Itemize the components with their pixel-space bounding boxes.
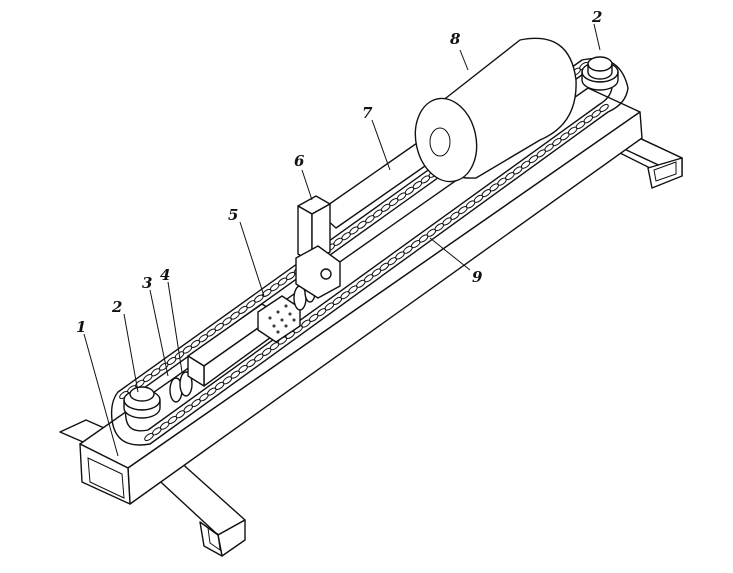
label-3: 3 bbox=[142, 274, 152, 292]
label-2-front: 2 bbox=[111, 298, 122, 316]
motor-drum bbox=[414, 37, 577, 183]
chain-link bbox=[599, 103, 609, 113]
label-5: 5 bbox=[228, 206, 238, 224]
chuck bbox=[257, 281, 316, 343]
label-7: 7 bbox=[362, 104, 373, 122]
leader-lines bbox=[83, 23, 601, 457]
label-6: 6 bbox=[294, 152, 305, 170]
label-8: 8 bbox=[450, 30, 461, 48]
carriage bbox=[295, 195, 341, 299]
label-9: 9 bbox=[472, 268, 483, 286]
front-sprocket bbox=[123, 386, 161, 419]
label-1: 1 bbox=[76, 318, 86, 336]
rear-sprocket bbox=[581, 56, 619, 91]
label-4: 4 bbox=[160, 266, 170, 284]
base-beam bbox=[79, 87, 643, 505]
label-2-rear: 2 bbox=[591, 8, 602, 26]
coupling bbox=[169, 371, 193, 403]
part-labels: 1 2 2 3 4 5 6 7 8 9 bbox=[76, 8, 602, 336]
front-support bbox=[59, 419, 246, 557]
